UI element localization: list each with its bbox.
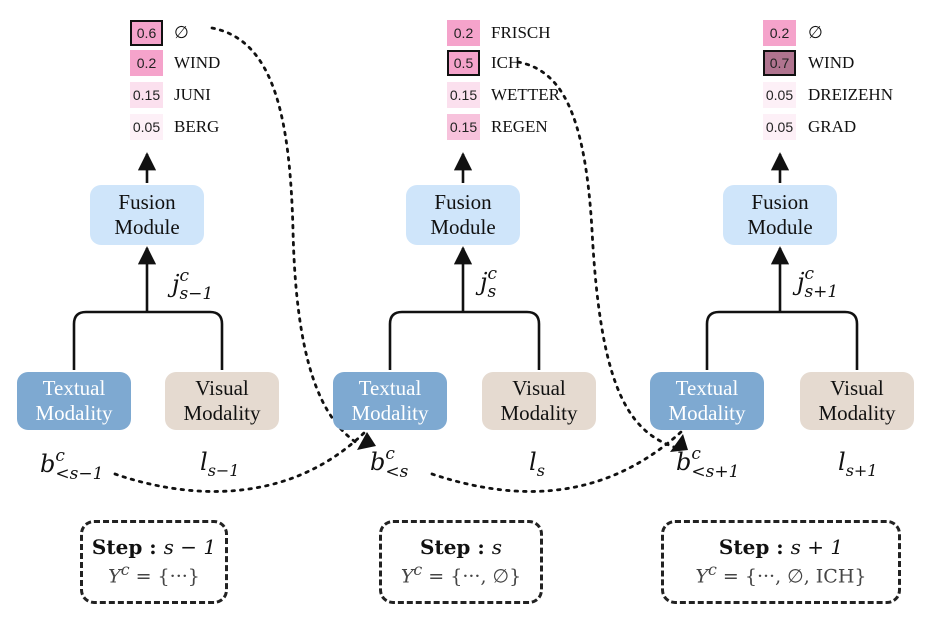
step-info-box: Step : s + 1 Yc = {···, ∅, ICH} bbox=[661, 520, 901, 604]
visual-modality-box: Visual Modality bbox=[482, 372, 596, 430]
fusion-module-box: Fusion Module bbox=[90, 185, 204, 245]
box-label: Module bbox=[747, 215, 813, 239]
box-label: Modality bbox=[818, 401, 896, 425]
prob-cell: 0.15 bbox=[447, 82, 480, 108]
box-label: Visual bbox=[830, 375, 884, 400]
fusion-module-box: Fusion Module bbox=[406, 185, 520, 245]
step-info-box: Step : s Yc = {···, ∅} bbox=[379, 520, 543, 604]
token-word: REGEN bbox=[491, 117, 548, 136]
prob-cell: 0.2 bbox=[130, 50, 163, 76]
token-word: WIND bbox=[174, 53, 221, 72]
box-label: Modality bbox=[35, 401, 113, 425]
step-title: Step : s + 1 bbox=[718, 534, 844, 559]
textual-modality-box: Textual Modality bbox=[650, 372, 764, 430]
history-dotted-arrow bbox=[430, 430, 683, 493]
merge-connector bbox=[705, 310, 859, 370]
box-label: Fusion bbox=[434, 189, 492, 214]
visual-modality-box: Visual Modality bbox=[800, 372, 914, 430]
token-word: ICH bbox=[491, 53, 521, 72]
visual-feature-symbol: ls−1 bbox=[200, 448, 240, 480]
token-word: ∅ bbox=[174, 23, 189, 42]
textual-modality-box: Textual Modality bbox=[333, 372, 447, 430]
token-word: GRAD bbox=[808, 117, 857, 136]
token-word: JUNI bbox=[174, 85, 211, 104]
token-word: ∅ bbox=[808, 23, 823, 42]
box-label: Visual bbox=[512, 375, 566, 400]
box-label: Modality bbox=[500, 401, 578, 425]
step-title: Step : s bbox=[420, 534, 502, 559]
token-word: FRISCH bbox=[491, 23, 551, 42]
prob-cell: 0.05 bbox=[130, 114, 163, 140]
prob-cell: 0.2 bbox=[763, 20, 796, 46]
box-label: Textual bbox=[42, 375, 106, 400]
step-set: Yc = {···, ∅} bbox=[400, 559, 522, 588]
selected-token-dotted-arrow bbox=[210, 26, 362, 447]
history-dotted-arrow bbox=[113, 430, 367, 493]
prob-cell: 0.5 bbox=[447, 50, 480, 76]
prob-cell: 0.6 bbox=[130, 20, 163, 46]
prob-cell: 0.7 bbox=[763, 50, 796, 76]
token-word: BERG bbox=[174, 117, 220, 136]
visual-modality-box: Visual Modality bbox=[165, 372, 279, 430]
prob-cell: 0.15 bbox=[130, 82, 163, 108]
box-label: Fusion bbox=[751, 189, 809, 214]
step-set: Yc = {···, ∅, ICH} bbox=[695, 559, 867, 588]
box-label: Visual bbox=[195, 375, 249, 400]
box-label: Modality bbox=[351, 401, 429, 425]
prob-cell: 0.15 bbox=[447, 114, 480, 140]
token-word: WETTER bbox=[491, 85, 560, 104]
prob-cell: 0.05 bbox=[763, 82, 796, 108]
arrowhead bbox=[670, 434, 688, 452]
arrowhead bbox=[357, 432, 376, 450]
box-label: Module bbox=[114, 215, 180, 239]
step-set: Yc = {···} bbox=[108, 559, 200, 588]
step-info-box: Step : s − 1 Yc = {···} bbox=[80, 520, 228, 604]
fusion-module-box: Fusion Module bbox=[723, 185, 837, 245]
box-label: Module bbox=[430, 215, 496, 239]
visual-feature-symbol: ls+1 bbox=[838, 448, 878, 480]
box-label: Fusion bbox=[118, 189, 176, 214]
merge-connector bbox=[388, 310, 541, 370]
visual-feature-symbol: ls bbox=[529, 448, 545, 480]
merge-connector bbox=[72, 310, 224, 370]
box-label: Textual bbox=[675, 375, 739, 400]
selected-token-dotted-arrow bbox=[516, 60, 676, 449]
token-word: WIND bbox=[808, 53, 855, 72]
prob-cell: 0.2 bbox=[447, 20, 480, 46]
box-label: Modality bbox=[183, 401, 261, 425]
step-title: Step : s − 1 bbox=[91, 534, 217, 559]
box-label: Modality bbox=[668, 401, 746, 425]
prob-cell: 0.05 bbox=[763, 114, 796, 140]
textual-modality-box: Textual Modality bbox=[17, 372, 131, 430]
token-word: DREIZEHN bbox=[808, 85, 893, 104]
box-label: Textual bbox=[358, 375, 422, 400]
